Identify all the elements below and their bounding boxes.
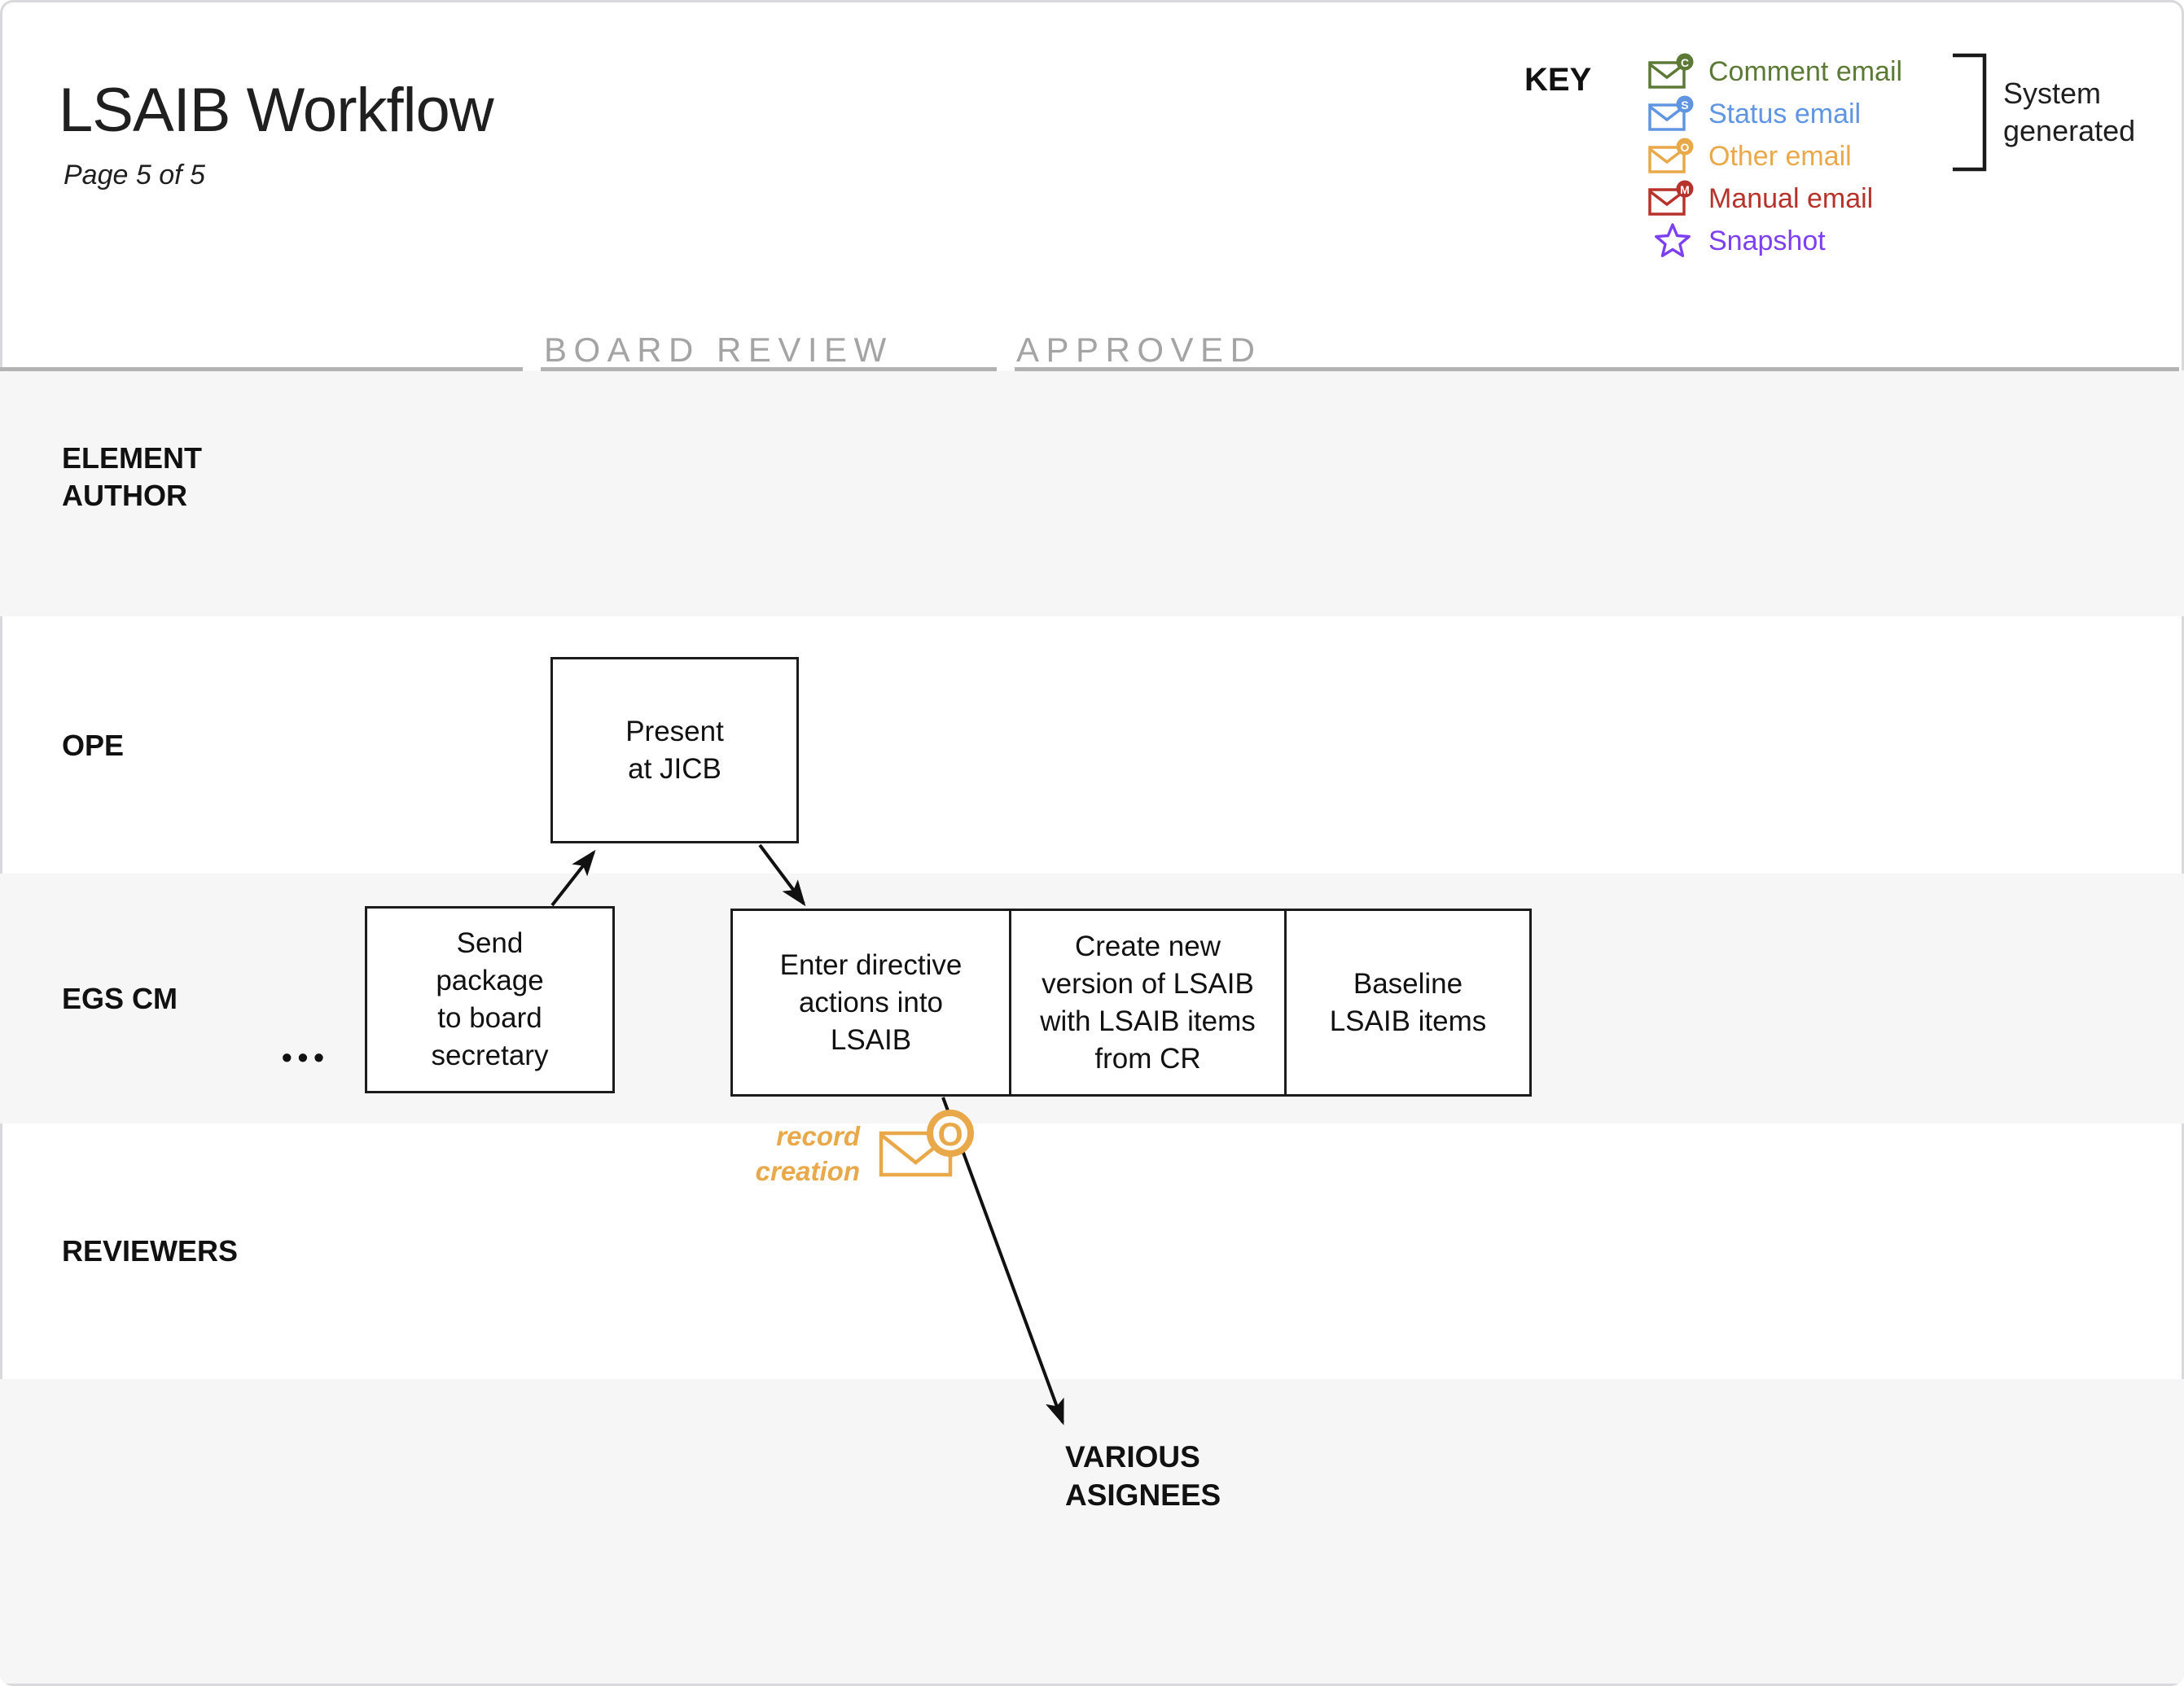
page-number: Page 5 of 5 <box>64 160 205 190</box>
lane-label-egs-cm: EGS CM <box>62 982 178 1015</box>
snapshot-star-icon <box>1655 223 1691 257</box>
phase-board-review: BOARD REVIEW <box>544 331 893 369</box>
svg-text:M: M <box>1680 183 1690 196</box>
svg-text:O: O <box>1681 141 1690 154</box>
node-baseline-lsaib-items: Baseline LSAIB items <box>1284 909 1532 1097</box>
node-enter-directive-actions: Enter directive actions into LSAIB <box>730 909 1011 1097</box>
legend-label: Other email <box>1708 141 1852 172</box>
lane-label-reviewers: REVIEWERS <box>62 1234 239 1268</box>
comment-email-icon: C <box>1648 53 1694 89</box>
status-email-icon: S <box>1648 95 1694 131</box>
legend-item-comment-email: C Comment email <box>1648 50 1902 93</box>
lane-label-ope: OPE <box>62 729 125 762</box>
other-email-icon: O <box>1648 138 1694 173</box>
various-assignees-label: VARIOUS ASIGNEES <box>1065 1440 1221 1512</box>
lane-band-assignees <box>0 1379 2184 1684</box>
legend-item-other-email: O Other email <box>1648 135 1852 177</box>
continuation-ellipsis: ••• <box>282 1040 330 1074</box>
svg-text:C: C <box>1681 56 1689 69</box>
phase-divider-left <box>0 367 523 371</box>
phase-divider-board-review <box>541 367 997 371</box>
node-present-at-jicb: Present at JICB <box>550 657 799 843</box>
legend-label: Status email <box>1708 99 1862 129</box>
node-create-new-version: Create new version of LSAIB with LSAIB i… <box>1009 909 1287 1097</box>
node-send-package: Send package to board secretary <box>365 906 615 1093</box>
system-generated-note: System generated <box>2003 77 2136 147</box>
phase-approved: APPROVED <box>1016 331 1262 369</box>
svg-text:S: S <box>1681 99 1688 112</box>
legend-label: Manual email <box>1708 183 1874 214</box>
page-title: LSAIB Workflow <box>59 76 494 145</box>
svg-text:O: O <box>937 1117 963 1153</box>
record-creation-email-icon: O <box>879 1110 974 1177</box>
phase-divider-approved <box>1015 367 2179 371</box>
lane-band-element-author <box>0 370 2184 616</box>
manual-email-icon: M <box>1648 180 1694 216</box>
legend-label: Snapshot <box>1708 226 1826 256</box>
legend-label: Comment email <box>1708 56 1903 87</box>
key-heading: KEY <box>1524 62 1592 98</box>
legend-item-status-email: S Status email <box>1648 93 1861 135</box>
legend-item-manual-email: M Manual email <box>1648 177 1873 220</box>
record-creation-label: record creation <box>755 1121 860 1186</box>
legend-item-snapshot: Snapshot <box>1648 220 1826 262</box>
lane-label-element-author: ELEMENT AUTHOR <box>62 441 203 512</box>
